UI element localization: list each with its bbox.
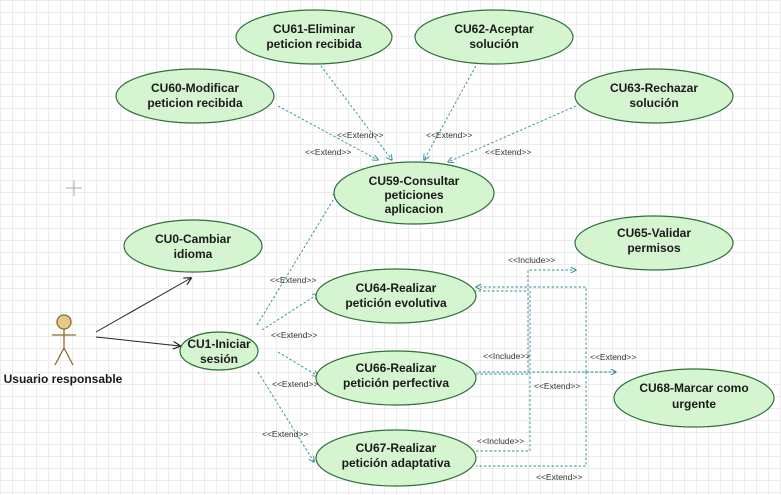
- svg-text:CU65-Validar: CU65-Validar: [617, 226, 691, 240]
- svg-text:CU1-Iniciar: CU1-Iniciar: [187, 337, 251, 351]
- label-extend-cu1-cu59: <<Extend>>: [270, 275, 316, 285]
- include-cu67-cu65[interactable]: [476, 291, 531, 452]
- extend-cu60-cu59[interactable]: [277, 105, 378, 160]
- svg-text:peticion recibida: peticion recibida: [147, 96, 243, 110]
- use-case-cu63[interactable]: CU63-Rechazar solución: [574, 68, 734, 124]
- extend-cu1-cu64[interactable]: [261, 294, 318, 331]
- use-case-cu65[interactable]: CU65-Validar permisos: [574, 215, 734, 271]
- extend-cu1-cu59[interactable]: [256, 192, 338, 326]
- use-case-cu64[interactable]: CU64-Realizar petición evolutiva: [315, 268, 477, 324]
- svg-text:CU64-Realizar: CU64-Realizar: [356, 281, 437, 295]
- actor-usuario-responsable[interactable]: Usuario responsable: [4, 314, 123, 386]
- extend-cu68-cu64[interactable]: [476, 287, 587, 372]
- assoc-actor-cu1[interactable]: [95, 336, 180, 346]
- svg-text:CU0-Cambiar: CU0-Cambiar: [155, 232, 231, 246]
- svg-text:solución: solución: [469, 37, 518, 51]
- use-case-cu1[interactable]: CU1-Iniciar sesión: [179, 331, 259, 371]
- include-cu64-cu65[interactable]: [474, 270, 576, 292]
- svg-text:petición perfectiva: petición perfectiva: [343, 376, 449, 390]
- svg-text:CU63-Rechazar: CU63-Rechazar: [610, 81, 698, 95]
- svg-text:idioma: idioma: [174, 247, 213, 261]
- use-case-cu67[interactable]: CU67-Realizar petición adaptativa: [315, 429, 477, 487]
- use-case-cu66[interactable]: CU66-Realizar petición perfectiva: [315, 350, 477, 406]
- svg-text:peticion recibida: peticion recibida: [266, 37, 362, 51]
- use-case-cu68[interactable]: CU68-Marcar como urgente: [613, 368, 775, 428]
- label-extend-cu62: <<Extend>>: [426, 130, 472, 140]
- use-case-cu60[interactable]: CU60-Modificar peticion recibida: [115, 68, 275, 124]
- svg-text:urgente: urgente: [672, 397, 716, 411]
- label-include-cu66: <<Include>>: [483, 351, 530, 361]
- label-extend-cu61: <<Extend>>: [337, 130, 383, 140]
- use-case-cu0[interactable]: CU0-Cambiar idioma: [123, 219, 263, 273]
- svg-text:CU60-Modificar: CU60-Modificar: [151, 81, 239, 95]
- actor-label: Usuario responsable: [4, 372, 123, 386]
- label-extend-cu63: <<Extend>>: [485, 147, 531, 157]
- assoc-actor-cu0[interactable]: [95, 278, 191, 333]
- svg-text:sesión: sesión: [200, 352, 238, 366]
- use-case-cu62[interactable]: CU62-Aceptar solución: [414, 9, 574, 65]
- svg-text:petición adaptativa: petición adaptativa: [342, 456, 451, 470]
- svg-text:petición evolutiva: petición evolutiva: [345, 296, 447, 310]
- svg-text:aplicacion: aplicacion: [385, 202, 444, 216]
- label-extend-cu68-a: <<Extend>>: [590, 352, 636, 362]
- extend-cu1-cu66[interactable]: [277, 351, 318, 376]
- actor-figure-icon: [52, 314, 76, 366]
- svg-text:CU59-Consultar: CU59-Consultar: [369, 174, 460, 188]
- svg-text:CU62-Aceptar: CU62-Aceptar: [454, 22, 534, 36]
- use-case-cu61[interactable]: CU61-Eliminar peticion recibida: [235, 9, 393, 65]
- extend-cu61-cu59[interactable]: [317, 61, 392, 160]
- extend-cu63-cu59[interactable]: [448, 105, 577, 162]
- label-extend-cu68-c: <<Extend>>: [536, 472, 582, 482]
- svg-text:permisos: permisos: [627, 241, 681, 255]
- svg-text:peticiones: peticiones: [384, 188, 444, 202]
- label-include-cu67: <<Include>>: [477, 436, 524, 446]
- extend-cu68-cu67[interactable]: [476, 372, 587, 467]
- svg-text:CU68-Marcar como: CU68-Marcar como: [639, 381, 748, 395]
- label-extend-cu1-cu67: <<Extend>>: [262, 429, 308, 439]
- label-extend-cu60: <<Extend>>: [305, 147, 351, 157]
- relationship-labels: <<Extend>> <<Extend>> <<Extend>> <<Exten…: [262, 130, 636, 482]
- label-include-cu64: <<Include>>: [508, 255, 555, 265]
- include-cu66-cu65[interactable]: [476, 291, 529, 375]
- use-case-cu59[interactable]: CU59-Consultar peticiones aplicacion: [333, 161, 495, 225]
- canvas-crosshair: [66, 180, 82, 196]
- svg-text:CU66-Realizar: CU66-Realizar: [356, 361, 437, 375]
- svg-text:CU67-Realizar: CU67-Realizar: [356, 441, 437, 455]
- svg-text:CU61-Eliminar: CU61-Eliminar: [273, 22, 355, 36]
- extend-cu62-cu59[interactable]: [424, 61, 479, 160]
- label-extend-cu1-cu64: <<Extend>>: [271, 330, 317, 340]
- label-extend-cu1-cu66: <<Extend>>: [272, 379, 318, 389]
- relationships: [95, 61, 616, 467]
- label-extend-cu68-b: <<Extend>>: [534, 381, 580, 391]
- svg-text:solución: solución: [629, 96, 678, 110]
